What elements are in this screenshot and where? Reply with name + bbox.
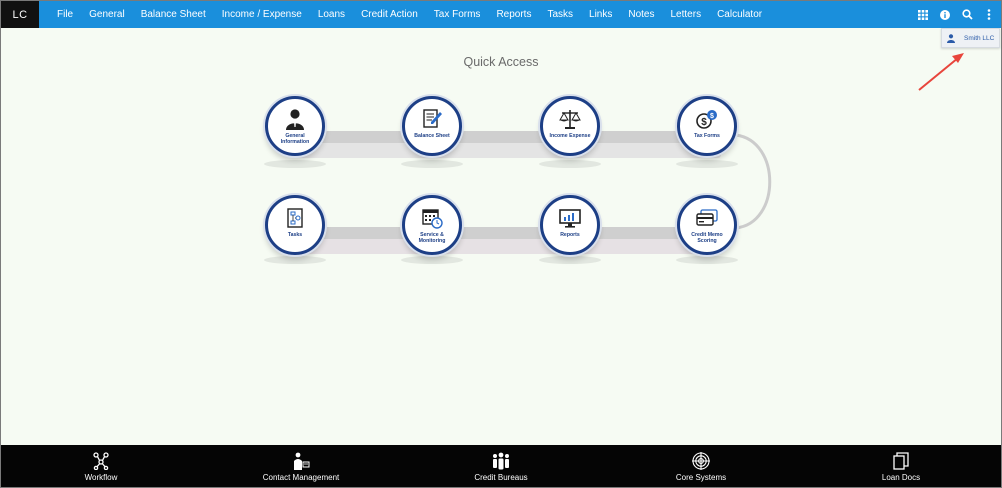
- node-label: Income Expense: [549, 133, 591, 139]
- user-icon: [942, 33, 960, 43]
- info-icon[interactable]: [939, 9, 951, 21]
- bottom-nav-credit-bureaus[interactable]: Credit Bureaus: [401, 445, 601, 487]
- node-label: Reports: [560, 232, 580, 238]
- quick-access-title: Quick Access: [463, 55, 539, 69]
- bottom-nav-label: Loan Docs: [881, 472, 921, 482]
- bottom-nav-loan-docs[interactable]: Loan Docs: [801, 445, 1001, 487]
- user-name: Smith LLC: [964, 34, 995, 42]
- node-shadow: [676, 160, 738, 168]
- calendar-clock-icon: [421, 206, 443, 230]
- menu-item-tax-forms[interactable]: Tax Forms: [433, 9, 481, 20]
- user-account-chip[interactable]: Smith LLC: [941, 28, 1000, 48]
- dollar-coins-icon: $$: [696, 107, 718, 131]
- menu-item-balance-sheet[interactable]: Balance Sheet: [140, 9, 206, 20]
- app-logo[interactable]: LC: [1, 1, 39, 28]
- quick-access-balance-sheet[interactable]: Balance Sheet: [402, 96, 462, 156]
- menu-item-file[interactable]: File: [57, 9, 74, 20]
- menu-item-letters[interactable]: Letters: [670, 9, 702, 20]
- people-group-icon: [491, 451, 511, 471]
- menu-item-calculator[interactable]: Calculator: [717, 9, 763, 20]
- menu-item-income-expense[interactable]: Income / Expense: [221, 9, 302, 20]
- quick-access-tax-forms[interactable]: $$ Tax Forms: [677, 96, 737, 156]
- quick-access-general-information[interactable]: General Information: [265, 96, 325, 156]
- node-label: Tax Forms: [694, 133, 720, 139]
- node-label: Tasks: [287, 232, 303, 238]
- node-shadow: [264, 256, 326, 264]
- grid-icon[interactable]: [917, 9, 929, 21]
- node-shadow: [539, 160, 601, 168]
- bottom-nav-label: Credit Bureaus: [474, 472, 528, 482]
- workflow-icon: [93, 451, 109, 471]
- quick-access-income-expense[interactable]: Income Expense: [540, 96, 600, 156]
- search-icon[interactable]: [961, 9, 973, 21]
- more-vertical-icon[interactable]: [983, 9, 995, 21]
- bottom-nav-label: Contact Management: [262, 472, 340, 482]
- credit-card-icon: [696, 206, 718, 230]
- node-shadow: [539, 256, 601, 264]
- node-label: Service & Monitoring: [418, 232, 446, 244]
- docs-icon: [893, 451, 909, 471]
- scale-icon: [559, 107, 581, 131]
- bottom-nav-label: Core Systems: [675, 472, 727, 482]
- node-label: Credit Memo Scoring: [691, 232, 723, 244]
- quick-access-tasks[interactable]: Tasks: [265, 195, 325, 255]
- monitor-chart-icon: [559, 206, 581, 230]
- menu-item-loans[interactable]: Loans: [317, 9, 346, 20]
- bottom-nav-core-systems[interactable]: Core Systems: [601, 445, 801, 487]
- task-flow-icon: [284, 206, 306, 230]
- document-pen-icon: [421, 107, 443, 131]
- quick-access-credit-memo-scoring[interactable]: Credit Memo Scoring: [677, 195, 737, 255]
- menu-item-links[interactable]: Links: [589, 9, 613, 20]
- quick-access-service-monitoring[interactable]: Service & Monitoring: [402, 195, 462, 255]
- node-label: General Information: [280, 133, 310, 145]
- svg-text:$: $: [710, 113, 714, 120]
- menu-item-reports[interactable]: Reports: [496, 9, 532, 20]
- top-nav-bar: LC File General Balance Sheet Income / E…: [1, 1, 1001, 28]
- target-icon: [692, 451, 710, 471]
- bottom-nav-bar: Workflow Contact Management Credit Burea…: [1, 445, 1001, 487]
- node-shadow: [401, 160, 463, 168]
- quick-access-reports[interactable]: Reports: [540, 195, 600, 255]
- bottom-nav-contact-management[interactable]: Contact Management: [201, 445, 401, 487]
- node-label: Balance Sheet: [414, 133, 450, 139]
- menu-item-credit-action[interactable]: Credit Action: [361, 9, 418, 20]
- bottom-nav-label: Workflow: [84, 472, 118, 482]
- contact-icon: [292, 451, 310, 471]
- bottom-nav-workflow[interactable]: Workflow: [1, 445, 201, 487]
- person-icon: [284, 107, 306, 131]
- menu-item-notes[interactable]: Notes: [628, 9, 655, 20]
- main-menu: File General Balance Sheet Income / Expe…: [49, 1, 770, 28]
- menu-item-tasks[interactable]: Tasks: [547, 9, 574, 20]
- node-shadow: [401, 256, 463, 264]
- menu-item-general[interactable]: General: [89, 9, 125, 20]
- annotation-arrow-icon: [918, 53, 964, 91]
- node-shadow: [676, 256, 738, 264]
- top-icons: [917, 1, 995, 28]
- node-shadow: [264, 160, 326, 168]
- svg-text:$: $: [701, 117, 707, 128]
